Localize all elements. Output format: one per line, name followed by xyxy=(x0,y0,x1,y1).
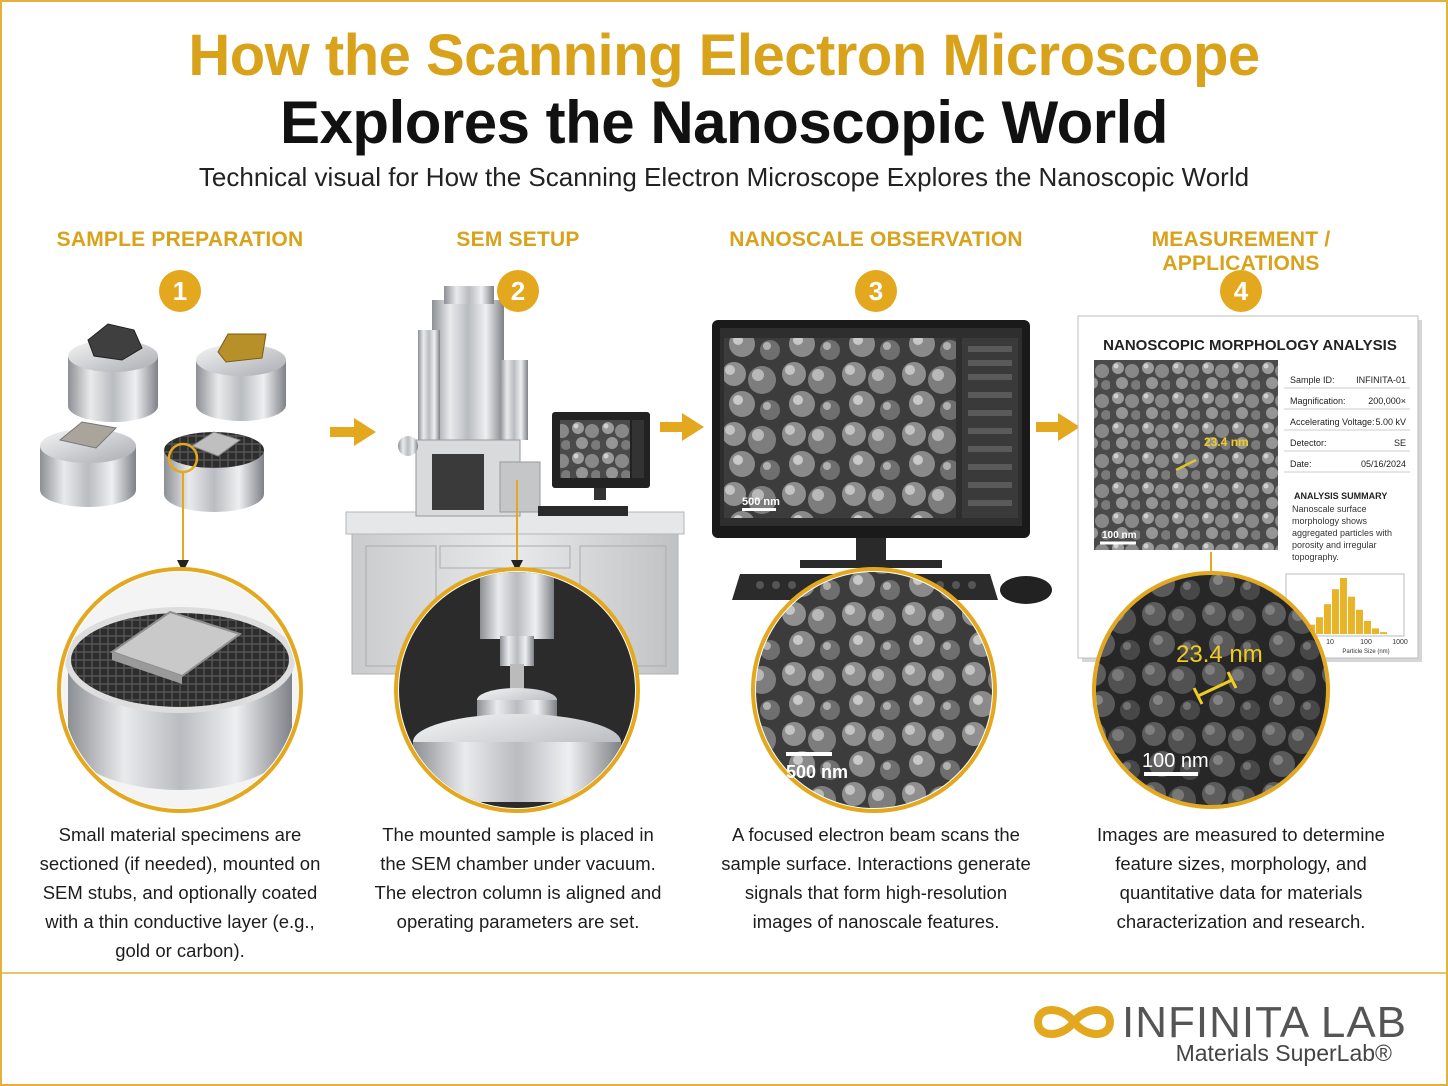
step-1-title: SAMPLE PREPARATION xyxy=(56,228,304,251)
arrow-3 xyxy=(1036,413,1080,441)
report-field-value: INFINITA-01 xyxy=(1356,375,1406,385)
brand-logo: INFINITA LAB Materials SuperLab® xyxy=(1032,998,1406,1074)
subtitle: Technical visual for How the Scanning El… xyxy=(198,162,1250,192)
step-1-badge: 1 xyxy=(159,270,201,312)
title-line-2: Explores the Nanoscopic World xyxy=(280,89,1168,156)
report-field-value: 5.00 kV xyxy=(1375,417,1406,427)
histogram-bar xyxy=(1316,617,1323,634)
step-4-title: MEASUREMENT / APPLICATIONS xyxy=(1151,228,1331,275)
arrow-2 xyxy=(660,413,704,441)
report-field-label: Detector: xyxy=(1290,438,1327,448)
report-scale-bar: 100 nm xyxy=(1102,530,1137,541)
report-field-label: Sample ID: xyxy=(1290,375,1335,385)
step-3-description: A focused electron beam scans the sample… xyxy=(721,824,1031,932)
brand-name: INFINITA LAB xyxy=(1122,998,1408,1047)
footer-divider xyxy=(2,972,1446,974)
histogram-tick: 10 xyxy=(1326,639,1334,646)
report-fields: Sample ID: INFINITA-01 Magnification: 20… xyxy=(1290,375,1406,469)
title-line-1: How the Scanning Electron Microscope xyxy=(188,23,1260,88)
monitor-illustration xyxy=(712,320,1052,813)
histogram-bar xyxy=(1348,596,1355,634)
histogram-bar xyxy=(1372,628,1379,634)
histogram-bar xyxy=(1380,632,1387,634)
step-4-description: Images are measured to determine feature… xyxy=(1097,824,1385,932)
step-3-badge: 3 xyxy=(855,270,897,312)
report-title: NANOSCOPIC MORPHOLOGY ANALYSIS xyxy=(1103,337,1397,354)
zoom3-scale-label: 500 nm xyxy=(786,762,848,782)
summary-text-box: Nanoscale surface morphology shows aggre… xyxy=(1292,504,1393,562)
report-measurement: 23.4 nm xyxy=(1204,435,1249,449)
step-2-title: SEM SETUP xyxy=(456,228,580,251)
report-illustration xyxy=(1077,315,1422,809)
histogram-tick: 1000 xyxy=(1392,639,1408,646)
summary-title: ANALYSIS SUMMARY xyxy=(1294,491,1387,501)
report-field-label: Accelerating Voltage: xyxy=(1290,417,1375,427)
histogram-bar xyxy=(1324,604,1331,634)
histogram-bar xyxy=(1356,609,1363,634)
summary-text: Nanoscale surface morphology shows aggre… xyxy=(1292,504,1393,562)
step-2-description: The mounted sample is placed in the SEM … xyxy=(374,824,662,932)
report-field-label: Date: xyxy=(1290,459,1312,469)
histogram-bar xyxy=(1340,578,1347,634)
sem-instrument-illustration xyxy=(345,286,685,813)
step-2-badge: 2 xyxy=(497,270,539,312)
histogram-tick: 100 xyxy=(1360,639,1372,646)
report-field-value: 200,000× xyxy=(1368,396,1406,406)
histogram-xlabel: Particle Size (nm) xyxy=(1342,649,1389,655)
step-3-title: NANOSCALE OBSERVATION xyxy=(729,228,1023,251)
report-field-value: 05/16/2024 xyxy=(1361,459,1406,469)
report-field-label: Magnification: xyxy=(1290,396,1346,406)
sample-stubs-illustration xyxy=(40,323,303,813)
zoom4-measurement: 23.4 nm xyxy=(1176,641,1263,668)
screen-scale-label: 500 nm xyxy=(742,496,780,508)
brand-tagline: Materials SuperLab® xyxy=(1175,1040,1392,1066)
infinity-icon xyxy=(1033,1006,1115,1038)
report-field-value: SE xyxy=(1394,438,1406,448)
histogram-bar xyxy=(1332,589,1339,634)
step-4-badge: 4 xyxy=(1220,270,1262,312)
histogram-bar xyxy=(1364,620,1371,634)
arrow-1 xyxy=(330,418,376,446)
step-1-description: Small material specimens are sectioned (… xyxy=(39,824,321,961)
zoom4-scale-bar: 100 nm xyxy=(1142,750,1209,772)
